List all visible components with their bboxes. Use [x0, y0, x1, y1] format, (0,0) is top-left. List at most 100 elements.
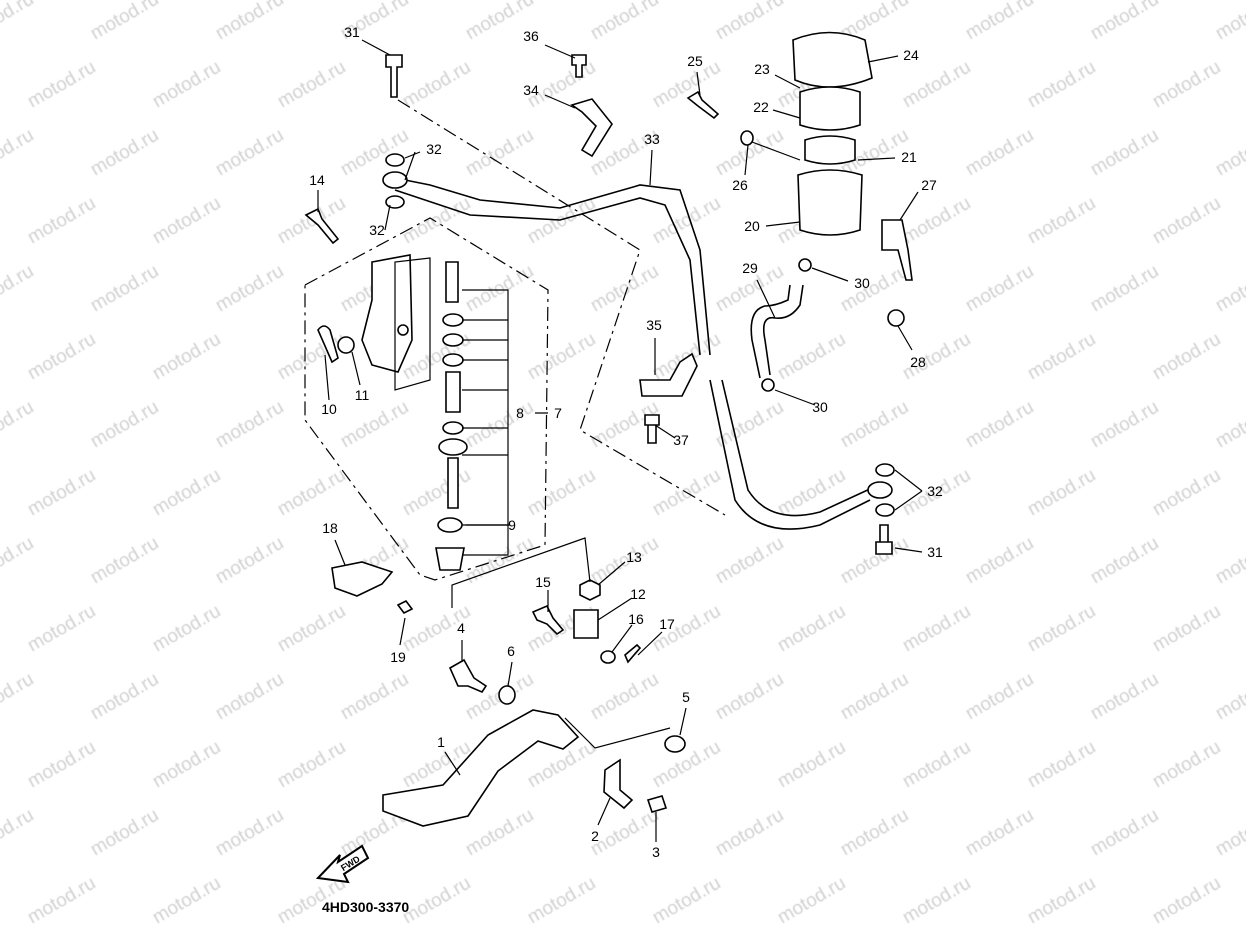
pivot-bolt-4: [448, 658, 488, 693]
callout-11: 11: [355, 387, 370, 403]
callout-21: 21: [901, 149, 917, 165]
brake-hose-lower: [709, 379, 871, 530]
reservoir-hose-29: [762, 284, 804, 376]
callout-9: 9: [508, 517, 516, 533]
callout-20: 20: [744, 218, 760, 234]
bracket-27: [881, 219, 913, 281]
bolt-37: [644, 414, 660, 444]
bolt-28: [887, 309, 905, 327]
bolt-31b: [875, 524, 893, 555]
callout-34: 34: [523, 82, 539, 98]
fwd-arrow-icon: FWD: [315, 844, 370, 884]
diaphragm-21: [804, 135, 856, 165]
washer-32d: [875, 503, 895, 517]
callout-8: 8: [516, 405, 524, 421]
bracket-8: [462, 289, 509, 556]
callout-2: 2: [591, 828, 599, 844]
callout-18: 18: [322, 520, 338, 536]
reservoir-cap-24: [792, 31, 873, 88]
clamp-34: [570, 98, 613, 158]
spring: [445, 261, 459, 303]
callout-31: 31: [344, 24, 360, 40]
washer-26: [740, 130, 754, 146]
brake-pedal-1: [382, 709, 580, 827]
piston-seal: [442, 333, 464, 347]
piston: [445, 371, 461, 413]
callout-29: 29: [742, 260, 758, 276]
clip-30: [798, 258, 812, 272]
washer: [442, 421, 464, 435]
diagram-code: 4HD300-3370: [322, 899, 409, 915]
circlip-9: [437, 517, 463, 533]
callout-32: 32: [426, 141, 442, 157]
callout-32: 32: [927, 483, 943, 499]
holder-35: [639, 352, 698, 397]
callout-31: 31: [927, 544, 943, 560]
callout-17: 17: [659, 616, 675, 632]
callout-33: 33: [644, 131, 660, 147]
bracket-assembly: [394, 257, 431, 391]
banjo-fitting: [382, 171, 408, 189]
bracket-2: [603, 758, 634, 810]
bolt-25: [686, 90, 720, 120]
washer-32b: [385, 195, 405, 209]
callout-26: 26: [732, 177, 748, 193]
assembly-bracket-lines: [451, 537, 671, 749]
bleed-screw-10: [317, 325, 339, 364]
piston-seal-2: [442, 353, 464, 367]
callout-30: 30: [812, 399, 828, 415]
reservoir-cap-22: [799, 86, 861, 131]
callout-23: 23: [754, 61, 770, 77]
callout-25: 25: [687, 53, 703, 69]
bolt-3: [646, 795, 668, 813]
callout-37: 37: [673, 432, 689, 448]
brake-hose-upper: [394, 177, 711, 356]
clip-30b: [761, 378, 775, 392]
callout-36: 36: [523, 28, 539, 44]
reservoir-hose-29b: [750, 284, 791, 379]
callout-12: 12: [630, 586, 646, 602]
callout-35: 35: [646, 317, 662, 333]
cotter-pin-17: [624, 643, 642, 664]
callout-32: 32: [369, 222, 385, 238]
washer-32c: [875, 463, 895, 477]
bleed-cap-11: [337, 336, 355, 354]
callout-16: 16: [628, 611, 644, 627]
washer-6: [498, 685, 516, 705]
bolt-19: [396, 599, 414, 615]
piston-cup: [442, 313, 464, 327]
bolt-14: [304, 207, 340, 245]
callout-3: 3: [652, 844, 660, 860]
boot-washer: [438, 438, 468, 456]
push-rod: [447, 457, 459, 509]
cylinder-port: [397, 324, 409, 336]
callout-7: 7: [554, 405, 562, 421]
bolt-31: [385, 54, 403, 98]
reservoir-20: [797, 169, 863, 236]
dust-boot: [435, 547, 465, 571]
callout-27: 27: [921, 177, 937, 193]
callout-22: 22: [753, 99, 769, 115]
nut-13: [579, 579, 601, 601]
callout-1: 1: [437, 734, 445, 750]
callout-4: 4: [457, 620, 465, 636]
washer-16: [600, 650, 616, 664]
callout-10: 10: [321, 401, 337, 417]
brake-hose-upper-b: [394, 189, 701, 356]
assembly-outline-7: [304, 217, 549, 581]
brake-hose-lower-b: [721, 379, 873, 517]
callout-5: 5: [682, 689, 690, 705]
callout-labels: 31 36 25 24 23 22 34 32 33 21 26 27 14 3…: [309, 24, 943, 860]
callout-14: 14: [309, 172, 325, 188]
banjo-fitting-lower: [867, 481, 893, 499]
callout-15: 15: [535, 574, 551, 590]
washer-32: [385, 153, 405, 167]
callout-24: 24: [903, 47, 919, 63]
bracket-18: [331, 561, 394, 597]
clevis-12: [573, 609, 599, 639]
master-cylinder: [361, 254, 413, 373]
washer-5: [664, 735, 686, 753]
